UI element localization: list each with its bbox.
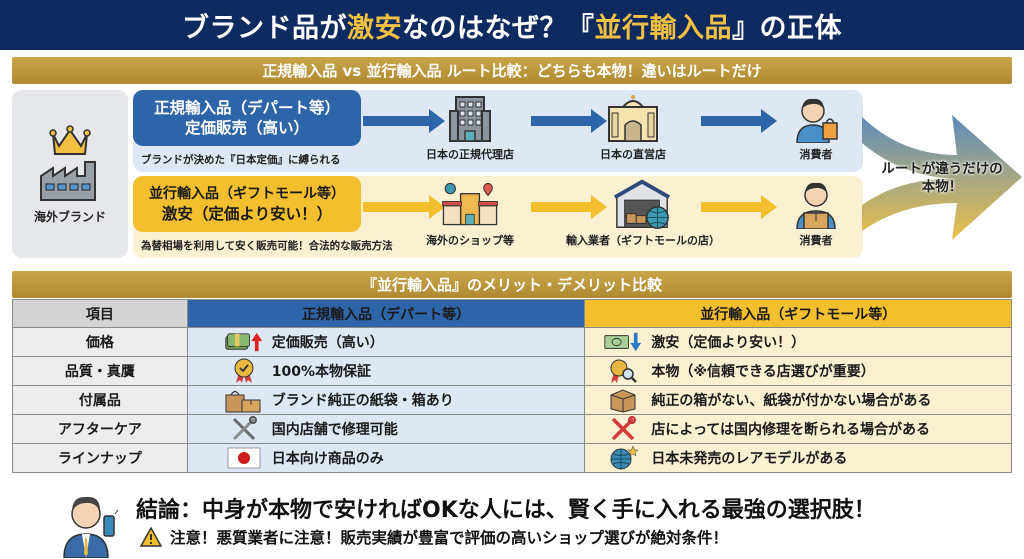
merge-arrow: ルートが違うだけの 本物！ bbox=[862, 115, 1022, 245]
overseas-shops-icon bbox=[442, 182, 498, 226]
row-item: ラインナップ bbox=[12, 443, 188, 473]
official-accessories: ブランド純正の紙袋・箱あり bbox=[271, 393, 454, 409]
arrow-icon bbox=[363, 109, 445, 133]
arrow-icon bbox=[531, 109, 607, 133]
parallel-price: 激安（定価より安い！） bbox=[651, 335, 806, 351]
header-item: 項目 bbox=[12, 299, 188, 328]
node-official-store: 日本の直営店 bbox=[573, 92, 693, 162]
crown-factory-icon bbox=[40, 124, 96, 201]
warehouse-globe-icon bbox=[613, 179, 671, 229]
conclusion-text: 結論：中身が本物で安ければOKな人には、賢く手に入れる最強の選択肢！ bbox=[136, 498, 876, 523]
node-official-consumer: 消費者 bbox=[781, 92, 851, 162]
table-row: アフターケア 国内店舗で修理可能 店によっては国内修理を断られる場合がある bbox=[12, 414, 1012, 444]
node-parallel-consumer: 消費者 bbox=[781, 178, 851, 248]
tools-icon bbox=[232, 416, 257, 441]
overseas-brand-box: 海外ブランド bbox=[12, 90, 128, 258]
parallel-route-pill: 並行輸入品（ギフトモール等） 激安（定価より安い！） bbox=[133, 176, 361, 232]
arrow-icon bbox=[701, 195, 777, 219]
comparison-section-title: 『並行輸入品』のメリット・デメリット比較 bbox=[12, 271, 1012, 298]
parallel-route: 並行輸入品（ギフトモール等） 激安（定価より安い！） 為替相場を利用して安く販売… bbox=[133, 176, 863, 258]
overseas-brand-label: 海外ブランド bbox=[33, 209, 106, 224]
page-title: ブランド品が激安なのはなぜ？『並行輸入品』の正体 bbox=[182, 12, 842, 44]
warning-text: 注意！悪質業者に注意！販売実績が豊富で評価の高いショップ選びが絶対条件！ bbox=[170, 529, 729, 547]
merge-arrow-icon bbox=[862, 115, 1022, 240]
conclusion: 結論：中身が本物で安ければOKな人には、賢く手に入れる最強の選択肢！ 注意！悪質… bbox=[60, 488, 1020, 558]
certified-badge-icon bbox=[234, 358, 254, 383]
official-lineup: 日本向け商品のみ bbox=[271, 451, 384, 467]
table-row: ラインナップ 日本向け商品のみ 日本未発売のレアモデルがある bbox=[12, 443, 1012, 473]
title-bar: ブランド品が激安なのはなぜ？『並行輸入品』の正体 bbox=[0, 0, 1024, 50]
node-overseas-shops: 海外のショップ等 bbox=[415, 178, 525, 248]
consumer-shopping-bag-icon bbox=[796, 98, 838, 143]
money-up-icon bbox=[225, 332, 262, 352]
node-official-agent: 日本の正規代理店 bbox=[395, 92, 545, 162]
official-route-note: ブランドが決めた『日本定価』に縛られる bbox=[141, 154, 341, 166]
arrow-icon bbox=[531, 195, 607, 219]
table-row: 価格 定価販売（高い） 激安（定価より安い！） bbox=[12, 327, 1012, 357]
parallel-accessories: 純正の箱がない、紙袋が付かない場合がある bbox=[651, 393, 932, 409]
money-down-icon bbox=[604, 332, 642, 352]
badge-magnifier-icon bbox=[610, 359, 638, 383]
node-importer: 輸入業者（ギフトモールの店） bbox=[563, 178, 723, 248]
globe-star-icon bbox=[610, 445, 639, 470]
row-item: 価格 bbox=[12, 327, 188, 357]
businessman-phone-icon bbox=[63, 496, 119, 558]
header-official: 正規輸入品（デパート等） bbox=[186, 299, 586, 328]
warning-icon bbox=[140, 527, 162, 547]
arrow-icon bbox=[701, 109, 777, 133]
consumer-box-icon bbox=[796, 182, 836, 229]
table-row: 付属品 ブランド純正の紙袋・箱あり 純正の箱がない、紙袋が付かない場合がある bbox=[12, 385, 1012, 415]
parallel-lineup: 日本未発売のレアモデルがある bbox=[651, 451, 848, 467]
parallel-quality: 本物（※信頼できる店選びが重要） bbox=[651, 364, 875, 380]
merge-text: ルートが違うだけの 本物！ bbox=[881, 161, 1003, 195]
official-route: 正規輸入品（デパート等） 定価販売（高い） ブランドが決めた『日本定価』に縛られ… bbox=[133, 90, 863, 172]
route-section-title: 正規輸入品 vs 並行輸入品 ルート比較：どちらも本物！違いはルートだけ bbox=[12, 57, 1012, 84]
official-route-pill: 正規輸入品（デパート等） 定価販売（高い） bbox=[133, 90, 361, 146]
bag-box-icon bbox=[225, 390, 261, 413]
japan-flag-icon bbox=[227, 447, 261, 469]
cardboard-box-icon bbox=[610, 389, 636, 413]
official-aftercare: 国内店舗で修理可能 bbox=[271, 422, 398, 438]
row-item: 付属品 bbox=[12, 385, 188, 415]
official-price: 定価販売（高い） bbox=[271, 335, 384, 351]
department-store-icon bbox=[608, 95, 658, 142]
table-row: 品質・真贋 100%本物保証 本物（※信頼できる店選びが重要） bbox=[12, 356, 1012, 386]
table-header-row: 項目 正規輸入品（デパート等） 並行輸入品（ギフトモール等） bbox=[12, 299, 1012, 328]
office-building-icon bbox=[449, 96, 491, 142]
official-quality: 100%本物保証 bbox=[271, 364, 372, 380]
row-item: アフターケア bbox=[12, 414, 188, 444]
tools-cross-icon bbox=[612, 416, 637, 441]
header-parallel: 並行輸入品（ギフトモール等） bbox=[584, 299, 1012, 328]
parallel-aftercare: 店によっては国内修理を断られる場合がある bbox=[651, 422, 931, 438]
warning-line: 注意！悪質業者に注意！販売実績が豊富で評価の高いショップ選びが絶対条件！ bbox=[140, 526, 728, 548]
arrow-icon bbox=[363, 195, 445, 219]
parallel-route-note: 為替相場を利用して安く販売可能！合法的な販売方法 bbox=[141, 240, 393, 252]
comparison-table: 項目 正規輸入品（デパート等） 並行輸入品（ギフトモール等） 価格 定価販売（高… bbox=[12, 299, 1012, 473]
row-item: 品質・真贋 bbox=[12, 356, 188, 386]
